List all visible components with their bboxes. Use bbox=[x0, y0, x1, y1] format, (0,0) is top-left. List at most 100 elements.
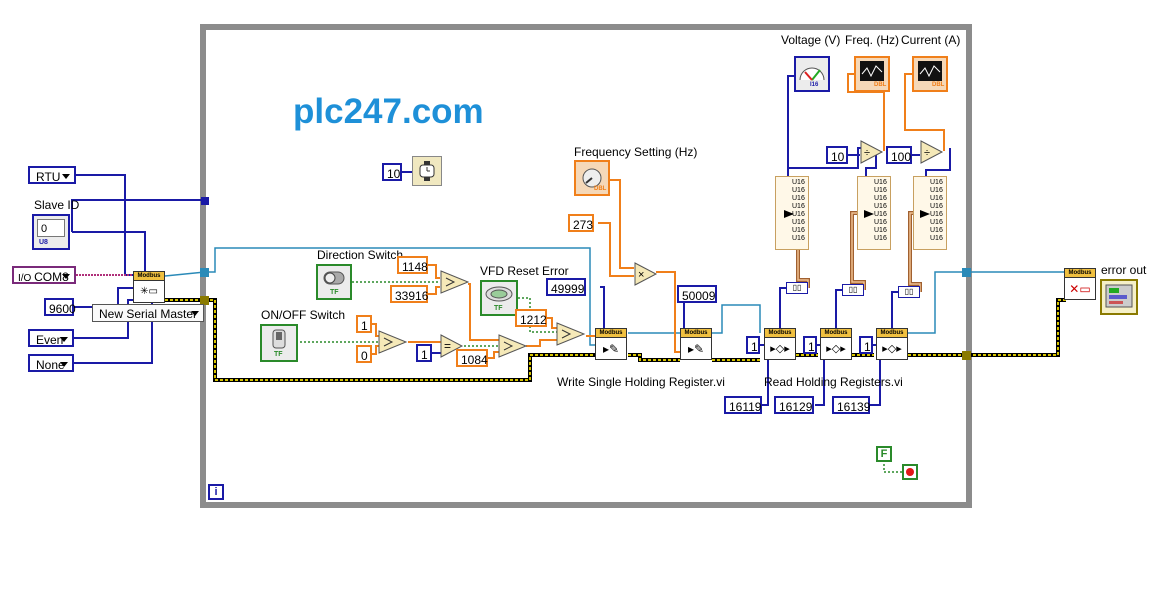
tf-badge: TF bbox=[274, 351, 283, 358]
wire-slaveid bbox=[72, 231, 146, 275]
tunnel-error-out bbox=[962, 351, 971, 360]
wire-mult-out bbox=[656, 271, 682, 353]
wire-cur-ind bbox=[925, 148, 951, 176]
voltage-label: Voltage (V) bbox=[781, 33, 841, 47]
read-register-vi-1[interactable]: Modbus ▸◇▸ bbox=[764, 328, 796, 360]
read-count-3-constant[interactable]: 1 bbox=[859, 336, 873, 354]
direction-switch-terminal[interactable]: TF bbox=[316, 264, 352, 300]
wire-sel2-out bbox=[526, 339, 558, 347]
stop-terminal[interactable] bbox=[902, 464, 918, 480]
watermark: plc247.com bbox=[293, 92, 484, 131]
wire-arr2-out-i bbox=[851, 212, 865, 290]
vi-header: Modbus bbox=[877, 329, 907, 338]
read-count-2-constant[interactable]: 1 bbox=[803, 336, 817, 354]
mode-dropdown[interactable]: RTU bbox=[28, 166, 76, 184]
error-out-indicator bbox=[1100, 279, 1138, 315]
wire-arr3-out-i bbox=[909, 212, 921, 292]
write-register-vi-1[interactable]: Modbus ▸✎ bbox=[595, 328, 627, 360]
error-out-label: error out bbox=[1101, 263, 1147, 277]
read-addr-3-constant[interactable]: 16139 bbox=[832, 396, 870, 414]
vfd-reset-terminal[interactable]: TF bbox=[480, 280, 518, 316]
read-register-vi-3[interactable]: Modbus ▸◇▸ bbox=[876, 328, 908, 360]
wire-dir-out bbox=[468, 283, 500, 341]
chart-icon bbox=[860, 61, 884, 81]
pencil-icon: ▸✎ bbox=[602, 342, 620, 356]
read-addr-1-constant[interactable]: 16119 bbox=[724, 396, 762, 414]
tf-badge: TF bbox=[494, 305, 503, 312]
new-serial-master-vi[interactable]: Modbus ✳▭ bbox=[133, 271, 165, 303]
frequency-setting-label: Frequency Setting (Hz) bbox=[574, 145, 698, 159]
wire-read2-out bbox=[835, 289, 844, 330]
divide-function-2: ÷ bbox=[920, 140, 944, 164]
com-port-dropdown[interactable]: I/O COM8 bbox=[12, 266, 76, 284]
com-port-value: COM8 bbox=[34, 270, 69, 284]
write-addr-1-constant[interactable]: 49999 bbox=[546, 278, 586, 296]
reset-value-constant[interactable]: 1212 bbox=[515, 309, 547, 327]
freq-mult-constant[interactable]: 273 bbox=[568, 214, 594, 232]
write-addr-2-constant[interactable]: 50009 bbox=[677, 285, 717, 303]
wire-slaveid-loop bbox=[71, 199, 205, 232]
visa-icon: I/O bbox=[18, 273, 35, 284]
vi-header: Modbus bbox=[765, 329, 795, 338]
slave-id-control[interactable]: 0 U8 bbox=[32, 214, 70, 250]
slave-id-label: Slave ID bbox=[34, 198, 80, 212]
tunnel-master-out bbox=[962, 268, 971, 277]
wire-1212 bbox=[547, 317, 558, 329]
wire-freq bbox=[608, 179, 634, 269]
stop-false-constant[interactable]: F bbox=[876, 446, 892, 462]
wire-16119 bbox=[762, 360, 769, 406]
wire-onoff-0 bbox=[372, 345, 380, 355]
read-icon: ▸◇▸ bbox=[770, 343, 790, 355]
wire-master-ref-3 bbox=[712, 304, 761, 334]
onoff-true-constant[interactable]: 1 bbox=[356, 315, 372, 333]
frequency-indicator-label: Freq. (Hz) bbox=[845, 33, 899, 47]
master-type-dropdown[interactable]: New Serial Master bbox=[92, 304, 204, 322]
onoff-false-constant[interactable]: 0 bbox=[356, 345, 372, 363]
dir-false-constant[interactable]: 33916 bbox=[390, 285, 428, 303]
read-register-vi-2[interactable]: Modbus ▸◇▸ bbox=[820, 328, 852, 360]
vi-header: Modbus bbox=[134, 272, 164, 281]
slave-id-value: 0 bbox=[37, 219, 65, 237]
wire-div2-out bbox=[904, 73, 945, 151]
div-current-constant[interactable]: 100 bbox=[886, 146, 912, 164]
write-register-vi-2[interactable]: Modbus ▸✎ bbox=[680, 328, 712, 360]
tunnel-master-in bbox=[200, 268, 209, 277]
svg-text:÷: ÷ bbox=[864, 147, 870, 159]
frequency-setting-terminal[interactable]: DBL bbox=[574, 160, 610, 196]
wire-1148 bbox=[428, 264, 440, 279]
while-loop-frame bbox=[200, 24, 972, 508]
wait-ms-constant[interactable]: 10 bbox=[382, 163, 402, 181]
vi-header: Modbus bbox=[681, 329, 711, 338]
div-voltage-constant[interactable]: 10 bbox=[826, 146, 848, 164]
dbl-badge: DBL bbox=[874, 82, 887, 88]
arrow-icon bbox=[920, 210, 930, 218]
wire-16129 bbox=[815, 360, 825, 406]
voltage-indicator: I16 bbox=[794, 56, 830, 92]
sel-value-constant[interactable]: 1084 bbox=[456, 349, 488, 367]
compare-one-constant[interactable]: 1 bbox=[416, 344, 432, 362]
close-modbus-vi[interactable]: Modbus ✕▭ bbox=[1064, 268, 1096, 300]
parity-dropdown[interactable]: Even bbox=[28, 329, 74, 347]
flow-control-dropdown[interactable]: None bbox=[28, 354, 74, 372]
baud-rate-constant[interactable]: 9600 bbox=[44, 298, 76, 316]
wire-onoff-1 bbox=[372, 323, 380, 337]
close-icon: ✕▭ bbox=[1069, 282, 1091, 296]
read-count-1-constant[interactable]: 1 bbox=[746, 336, 760, 354]
arrow-icon bbox=[784, 210, 794, 218]
onoff-switch-terminal[interactable]: TF bbox=[260, 324, 298, 362]
read-addr-2-constant[interactable]: 16129 bbox=[774, 396, 814, 414]
read-icon: ▸◇▸ bbox=[882, 343, 902, 355]
current-indicator: DBL bbox=[912, 56, 948, 92]
vi-header: Modbus bbox=[1065, 269, 1095, 278]
slide-switch-icon bbox=[323, 271, 345, 285]
wait-function bbox=[412, 156, 442, 186]
wire-read1-out bbox=[779, 287, 788, 330]
select-function-3 bbox=[498, 334, 528, 358]
dir-true-constant[interactable]: 1148 bbox=[397, 256, 428, 274]
i16-badge: I16 bbox=[810, 82, 819, 88]
toggle-switch-icon bbox=[272, 329, 286, 349]
